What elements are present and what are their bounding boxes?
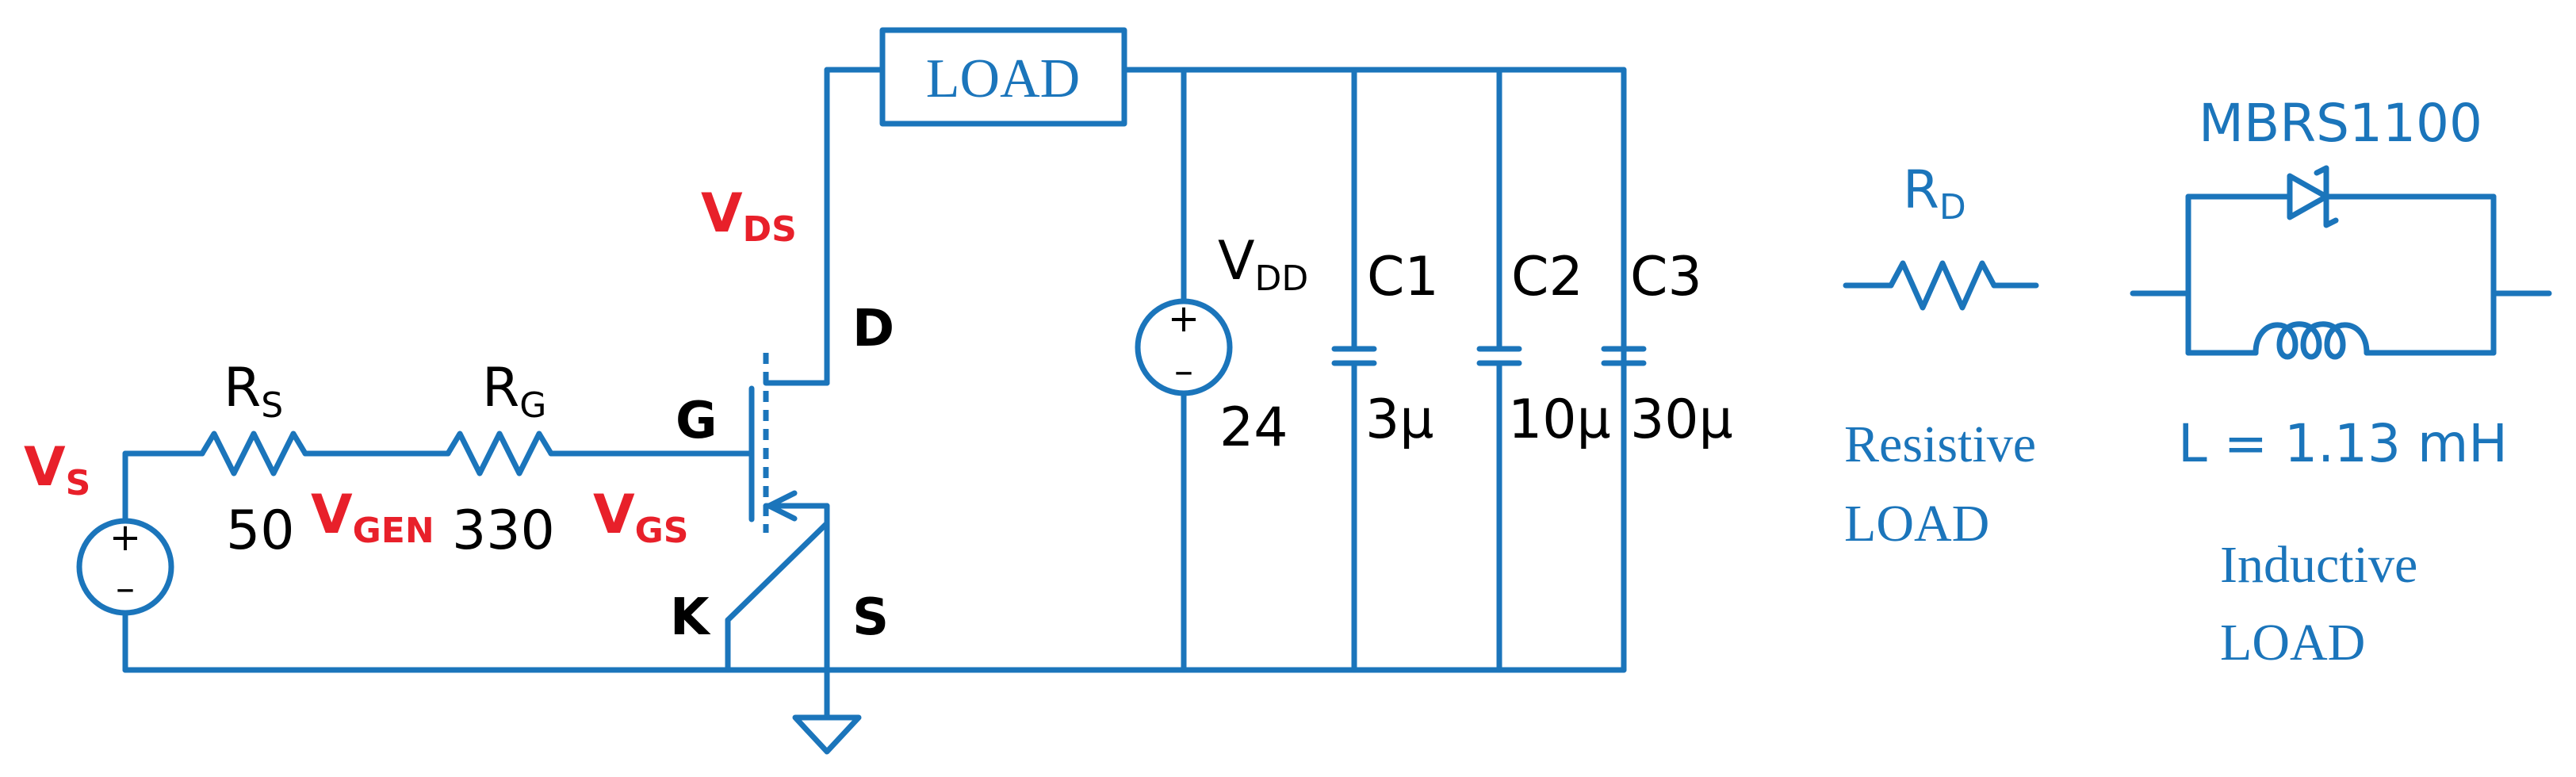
vdd-label: VDD xyxy=(1218,230,1308,299)
vdd-minus: – xyxy=(1174,349,1193,393)
c3-label: C3 xyxy=(1630,246,1702,308)
inductance-label: L = 1.13 mH xyxy=(2178,413,2508,474)
diode-label: MBRS1100 xyxy=(2199,93,2482,154)
rd-label: RD xyxy=(1903,159,1966,228)
schottky-diode-icon xyxy=(2287,173,2329,220)
rs-value: 50 xyxy=(226,500,295,562)
resistive-caption-line2: LOAD xyxy=(1844,495,1989,553)
inductive-caption-line2: LOAD xyxy=(2220,614,2365,672)
rs-label: RS xyxy=(224,357,283,426)
c2-label: C2 xyxy=(1511,246,1583,308)
vds-label: VDS xyxy=(701,182,797,250)
vs-minus: – xyxy=(116,566,135,610)
mosfet-arrow xyxy=(766,490,798,522)
vdd-source-symbol xyxy=(1135,298,1233,396)
vdd-value: 24 xyxy=(1219,396,1288,459)
resistor-rg xyxy=(445,431,554,477)
main-circuit: + – LOAD + – xyxy=(24,27,1733,755)
resistive-load-panel: RD Resistive LOAD xyxy=(1843,159,2039,553)
c3-value: 30µ xyxy=(1630,388,1733,451)
resistor-rd xyxy=(1888,260,1997,311)
inductor-icon xyxy=(2253,321,2370,360)
vs-label: VS xyxy=(24,436,90,503)
vdd-plus: + xyxy=(1168,297,1200,341)
vgen-label: VGEN xyxy=(311,484,434,551)
rg-value: 330 xyxy=(452,500,555,562)
c2-value: 10µ xyxy=(1508,388,1611,451)
rg-label: RG xyxy=(482,357,546,426)
gate-label: G xyxy=(676,392,718,450)
source-label: S xyxy=(852,588,889,647)
vgs-label: VGS xyxy=(593,484,688,551)
c1-value: 3µ xyxy=(1365,388,1434,451)
resistive-caption-line1: Resistive xyxy=(1844,415,2036,473)
load-box-label: LOAD xyxy=(926,48,1080,109)
vs-source-symbol xyxy=(76,518,174,616)
ground-icon xyxy=(792,714,862,755)
resistor-rs xyxy=(199,431,308,477)
c1-label: C1 xyxy=(1367,246,1439,308)
kelvin-label: K xyxy=(670,588,711,647)
inductive-caption-line1: Inductive xyxy=(2220,536,2417,594)
load-box xyxy=(879,27,1127,127)
kelvin-diagonal xyxy=(725,520,830,623)
vs-plus: + xyxy=(109,515,141,560)
inductive-load-panel: MBRS1100 L = 1.13 mH Inductive LOAD xyxy=(2130,93,2552,672)
drain-label: D xyxy=(852,300,894,358)
